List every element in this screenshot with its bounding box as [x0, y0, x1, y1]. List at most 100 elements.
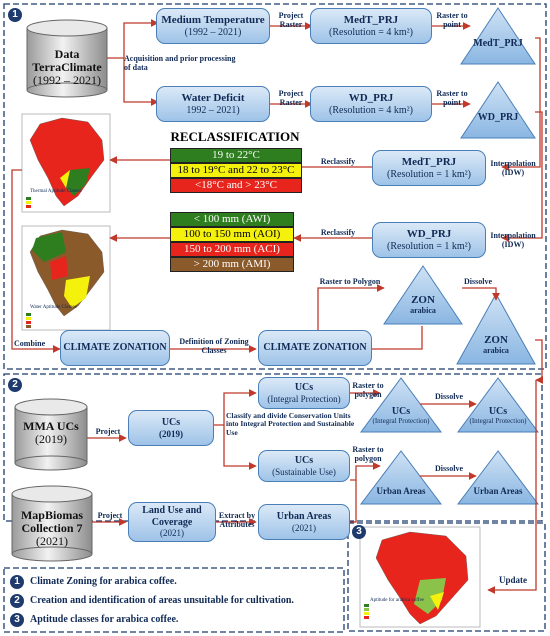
- update-label: Update: [498, 575, 527, 585]
- terraclimate-title: Data TerraClimate: [32, 47, 102, 75]
- dissolve-label-urban: Dissolve: [435, 464, 463, 473]
- raster-to-polygon-label-ucs: Raster to polygon: [352, 381, 384, 399]
- mma-title: MMA UCs: [23, 419, 79, 433]
- ucs-tri-1-label: UCs (Integral Protection): [361, 406, 441, 425]
- section-1-frame: [3, 3, 547, 370]
- section-1-badge: 1: [8, 8, 22, 22]
- ucs-tri-2: [457, 377, 539, 433]
- wd-triangle: [460, 81, 536, 139]
- mapbiomas-title: MapBiomas Collection 7: [20, 508, 83, 536]
- project-label-mapbiomas: Project: [97, 511, 123, 520]
- medt-prj-1km-res: (Resolution = 1 km²): [387, 168, 471, 180]
- medt-prj-4km-box: MedT_PRJ (Resolution = 4 km²): [310, 8, 432, 44]
- urban-areas-box: Urban Areas (2021): [258, 504, 350, 540]
- zon2-triangle: [456, 292, 536, 365]
- ucs-main-sub: (2019): [159, 428, 183, 439]
- urban-tri-2-label: Urban Areas: [473, 486, 523, 496]
- land-use-box: Land Use and Coverage (2021): [128, 502, 216, 542]
- project-label-mma: Project: [95, 427, 121, 436]
- combine-label: Combine: [14, 339, 46, 348]
- wd-prj-1km-title: WD_PRJ: [406, 227, 452, 240]
- mma-cylinder: [14, 398, 88, 471]
- zon2-triangle-label: ZON arabica: [457, 334, 535, 355]
- zon1-title: ZON: [411, 294, 435, 306]
- extract-label: Extract by Attributes: [218, 511, 256, 529]
- medium-temperature-box: Medium Temperature (1992 – 2021): [156, 8, 270, 44]
- legend-text-2: Creation and identification of areas uns…: [30, 595, 294, 606]
- climate-zonation-1-title: CLIMATE ZONATION: [63, 342, 167, 354]
- wd-class-0: < 100 mm (AWI): [170, 212, 294, 227]
- reclassify-label-1: Reclassify: [320, 157, 356, 166]
- dissolve-label-1: Dissolve: [464, 277, 492, 286]
- ucs-sustainable-sub: (Sustainable Use): [272, 466, 336, 477]
- terraclimate-cylinder: [26, 19, 108, 98]
- interpolation-label-1: Interpolation (IDW): [490, 159, 536, 177]
- zon1-triangle-label: ZON arabica: [384, 294, 462, 315]
- ucs-tri-2-sub: (Integral Protection): [469, 417, 527, 425]
- section-2-badge: 2: [8, 378, 22, 392]
- legend-badge-2: 2: [10, 594, 24, 608]
- water-deficit-box: Water Deficit 1992 – 2021): [156, 86, 270, 122]
- ucs-main-box: UCs (2019): [128, 410, 214, 446]
- water-deficit-years: 1992 – 2021): [186, 104, 240, 116]
- acquisition-label: Acquisition and prior processing of data: [124, 54, 236, 72]
- aptitude-map-legend-title: Aptitude for arabica coffee: [370, 598, 424, 603]
- ucs-sustainable-title: UCs: [294, 455, 314, 467]
- wd-prj-4km-box: WD_PRJ (Resolution = 4 km²): [310, 86, 432, 122]
- mma-years: (2019): [35, 432, 67, 447]
- interpolation-label-2: Interpolation (IDW): [490, 231, 536, 249]
- wd-triangle-label: WD_PRJ: [477, 112, 519, 123]
- medt-prj-4km-res: (Resolution = 4 km²): [329, 26, 413, 38]
- temp-class-2: <18°C and > 23°C: [170, 178, 302, 193]
- urban-areas-title: Urban Areas: [276, 511, 332, 523]
- water-deficit-title: Water Deficit: [181, 91, 245, 104]
- medium-temperature-years: (1992 – 2021): [184, 26, 242, 38]
- wd-class-3: > 200 mm (AMI): [170, 257, 294, 272]
- medt-triangle-label: MedT_PRJ: [473, 38, 523, 49]
- temp-class-0: 19 to 22°C: [170, 148, 302, 163]
- medt-prj-1km-title: MedT_PRJ: [401, 155, 457, 168]
- mapbiomas-cylinder: [11, 485, 93, 562]
- project-raster-label-1: Project Raster: [278, 11, 304, 29]
- reclassification-title: RECLASSIFICATION: [170, 129, 300, 144]
- land-use-sub: (2021): [160, 528, 184, 539]
- ucs-integral-box: UCs (Integral Protection): [258, 377, 350, 409]
- terraclimate-years: (1992 – 2021): [33, 73, 101, 88]
- definition-label: Definition of Zoning Classes: [179, 337, 249, 355]
- ucs-sustainable-box: UCs (Sustainable Use): [258, 450, 350, 482]
- section-3-badge: 3: [352, 525, 366, 539]
- ucs-tri-1: [360, 377, 442, 433]
- water-aptitude-map: [21, 225, 111, 331]
- legend-badge-3: 3: [10, 613, 24, 627]
- medt-prj-1km-box: MedT_PRJ (Resolution = 1 km²): [372, 150, 486, 186]
- climate-zonation-box-1: CLIMATE ZONATION: [60, 330, 170, 366]
- water-map-legend-title: Water Aptitude Classes: [30, 305, 77, 310]
- raster-to-polygon-label-urban: Raster to polygon: [352, 445, 384, 463]
- wd-class-2: 150 to 200 mm (ACI): [170, 242, 294, 257]
- urban-tri-2: [456, 450, 540, 505]
- ucs-integral-sub: (Integral Protection): [267, 393, 341, 404]
- medt-prj-4km-title: MedT_PRJ: [343, 13, 399, 26]
- urban-areas-sub: (2021): [292, 522, 316, 533]
- zon2-title: ZON: [484, 334, 508, 346]
- wd-prj-1km-res: (Resolution = 1 km²): [387, 240, 471, 252]
- ucs-tri-1-title: UCs: [391, 406, 411, 417]
- medt-triangle: [460, 7, 536, 65]
- urban-tri-1-label: Urban Areas: [376, 486, 426, 496]
- legend-text-1: Climate Zoning for arabica coffee.: [30, 576, 177, 587]
- urban-tri-1: [359, 450, 443, 505]
- land-use-title: Land Use and Coverage: [142, 505, 202, 528]
- temp-class-1: 18 to 19°C and 22 to 23°C: [170, 163, 302, 178]
- wd-prj-4km-res: (Resolution = 4 km²): [329, 104, 413, 116]
- reclassify-label-2: Reclassify: [320, 228, 356, 237]
- ucs-integral-title: UCs: [294, 382, 314, 394]
- raster-to-point-label-2: Raster to point: [436, 89, 468, 107]
- ucs-tri-2-title: UCs: [488, 406, 508, 417]
- ucs-main-title: UCs: [161, 417, 181, 429]
- legend-frame: [3, 567, 345, 633]
- climate-zonation-box-2: CLIMATE ZONATION: [258, 330, 372, 366]
- terraclimate-label: Data TerraClimate (1992 – 2021): [27, 47, 107, 88]
- wd-prj-4km-title: WD_PRJ: [348, 91, 394, 104]
- legend-badge-1: 1: [10, 575, 24, 589]
